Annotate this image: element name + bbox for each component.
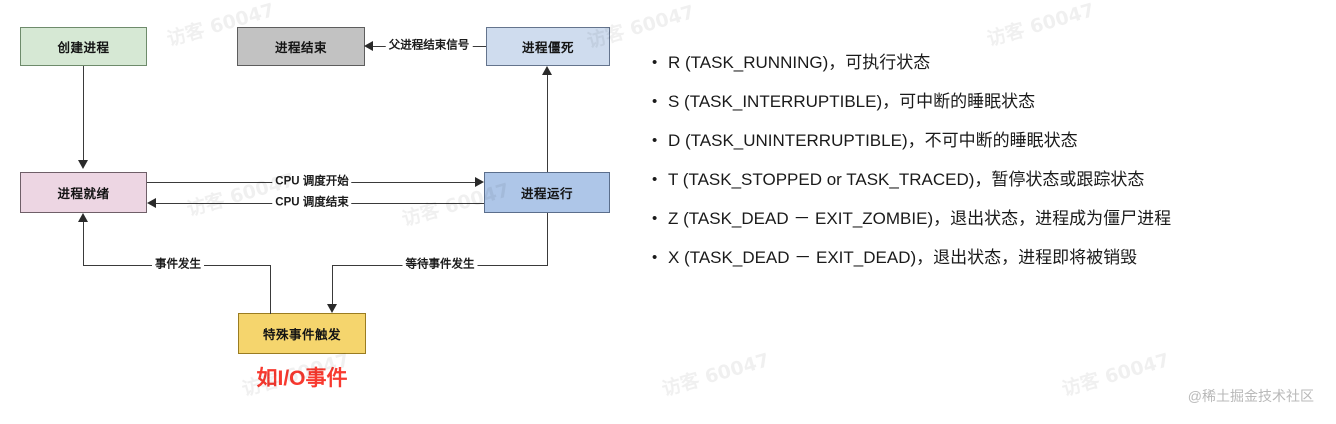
list-item: • S (TASK_INTERRUPTIBLE)，可中断的睡眠状态 bbox=[652, 87, 1328, 117]
edge-label-wait-event: 等待事件发生 bbox=[402, 258, 478, 272]
node-process-ready[interactable]: 进程就绪 bbox=[20, 172, 147, 213]
node-process-end[interactable]: 进程结束 bbox=[237, 27, 365, 66]
list-item: • X (TASK_DEAD － EXIT_DEAD)，退出状态，进程即将被销毁 bbox=[652, 243, 1328, 273]
edge-running-to-zombie bbox=[547, 74, 549, 172]
watermark: 访客 60047 bbox=[984, 0, 1098, 51]
list-item: • T (TASK_STOPPED or TASK_TRACED)，暂停状态或跟… bbox=[652, 165, 1328, 195]
bullet-icon: • bbox=[652, 54, 658, 71]
list-item-text: X (TASK_DEAD － EXIT_DEAD)，退出状态，进程即将被销毁 bbox=[668, 248, 1138, 267]
arrowhead-running-to-ready bbox=[147, 198, 156, 208]
edge-event-to-ready-seg3 bbox=[83, 222, 85, 266]
list-item: • D (TASK_UNINTERRUPTIBLE)，不可中断的睡眠状态 bbox=[652, 126, 1328, 156]
edge-label-cpu-schedule-end: CPU 调度结束 bbox=[272, 196, 352, 210]
bullet-icon: • bbox=[652, 132, 658, 149]
task-state-list: • R (TASK_RUNNING)，可执行状态 • S (TASK_INTER… bbox=[652, 48, 1328, 282]
watermark: 访客 60047 bbox=[659, 349, 773, 401]
arrowhead-running-to-event bbox=[327, 304, 337, 313]
edge-label-event-occurs: 事件发生 bbox=[152, 258, 204, 272]
edge-running-to-event-seg1 bbox=[547, 213, 549, 266]
list-item-text: S (TASK_INTERRUPTIBLE)，可中断的睡眠状态 bbox=[668, 92, 1036, 111]
list-item-text: R (TASK_RUNNING)，可执行状态 bbox=[668, 53, 931, 72]
diagram-caption-io-event: 如I/O事件 bbox=[256, 367, 348, 390]
node-special-event-trigger[interactable]: 特殊事件触发 bbox=[238, 313, 366, 354]
arrowhead-event-to-ready bbox=[78, 213, 88, 222]
arrowhead-zombie-to-end bbox=[364, 41, 373, 51]
edge-create-to-ready bbox=[83, 66, 85, 160]
arrowhead-ready-to-running bbox=[475, 177, 484, 187]
bullet-icon: • bbox=[652, 249, 658, 266]
edge-label-parent-exit-signal: 父进程结束信号 bbox=[385, 39, 473, 53]
arrowhead-running-to-zombie bbox=[542, 66, 552, 75]
edge-label-cpu-schedule-start: CPU 调度开始 bbox=[272, 175, 352, 189]
process-state-diagram: 创建进程 进程结束 进程僵死 进程就绪 进程运行 特殊事件触发 父进程结束信号 … bbox=[0, 0, 640, 424]
node-process-running[interactable]: 进程运行 bbox=[484, 172, 610, 213]
edge-running-to-event-seg3 bbox=[332, 265, 334, 305]
list-item: • R (TASK_RUNNING)，可执行状态 bbox=[652, 48, 1328, 78]
bullet-icon: • bbox=[652, 171, 658, 188]
arrowhead-create-to-ready bbox=[78, 160, 88, 169]
site-brand-watermark: @稀土掘金技术社区 bbox=[1187, 388, 1314, 404]
edge-event-to-ready-seg1 bbox=[270, 265, 272, 314]
list-item-text: Z (TASK_DEAD － EXIT_ZOMBIE)，退出状态，进程成为僵尸进… bbox=[668, 209, 1172, 228]
list-item-text: T (TASK_STOPPED or TASK_TRACED)，暂停状态或跟踪状… bbox=[668, 170, 1145, 189]
bullet-icon: • bbox=[652, 93, 658, 110]
node-create-process[interactable]: 创建进程 bbox=[20, 27, 147, 66]
list-item-text: D (TASK_UNINTERRUPTIBLE)，不可中断的睡眠状态 bbox=[668, 131, 1078, 150]
list-item: • Z (TASK_DEAD － EXIT_ZOMBIE)，退出状态，进程成为僵… bbox=[652, 204, 1328, 234]
watermark: 访客 60047 bbox=[1059, 349, 1173, 401]
bullet-icon: • bbox=[652, 210, 658, 227]
node-process-zombie[interactable]: 进程僵死 bbox=[486, 27, 610, 66]
